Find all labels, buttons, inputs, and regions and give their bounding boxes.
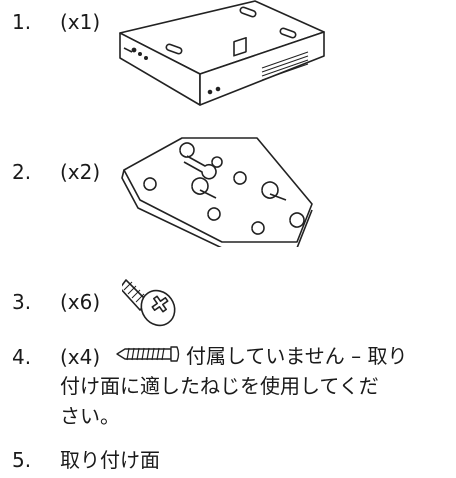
device-icon <box>110 0 335 115</box>
wood-screw-icon <box>115 345 181 363</box>
note-line-1: 付属していません – 取り <box>186 344 408 368</box>
item-quantity: (x6) <box>60 290 101 314</box>
item-quantity: (x4) <box>60 345 101 369</box>
note-line-3: さい。 <box>60 404 120 428</box>
note-line-2: 付け面に適したねじを使用してくだ <box>60 374 379 398</box>
item-number: 1. <box>12 10 32 34</box>
item-quantity: (x1) <box>60 10 101 34</box>
item-4-note: 付属していません – 取り 付け面に適したねじを使用してくだ さい。 <box>60 341 452 431</box>
item-label: 取り付け面 <box>60 448 160 472</box>
item-number: 4. <box>12 345 32 369</box>
item-number: 2. <box>12 160 32 184</box>
screw-icon <box>122 270 178 330</box>
mounting-plate-icon <box>112 132 324 247</box>
item-quantity: (x2) <box>60 160 101 184</box>
item-number: 5. <box>12 448 32 472</box>
item-number: 3. <box>12 290 32 314</box>
